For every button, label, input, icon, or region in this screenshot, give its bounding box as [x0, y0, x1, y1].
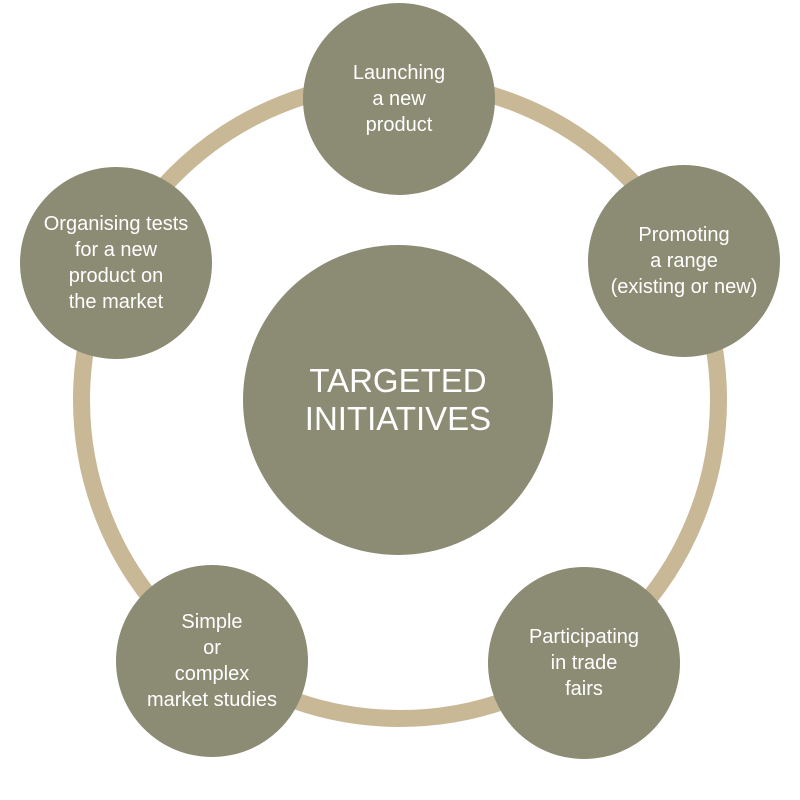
- node-label: Organising tests for a new product on th…: [43, 213, 189, 313]
- node-label: Launching a new product: [352, 62, 446, 136]
- node-promoting-range: Promoting a range (existing or new): [588, 165, 780, 357]
- node-label: Participating in trade fairs: [528, 626, 640, 700]
- node-organising-tests: Organising tests for a new product on th…: [20, 167, 212, 359]
- node-trade-fairs: Participating in trade fairs: [488, 567, 680, 759]
- node-label: Simple or complex market studies: [146, 611, 278, 711]
- node-market-studies: Simple or complex market studies: [116, 565, 308, 757]
- node-label: Promoting a range (existing or new): [610, 224, 758, 298]
- center-label: TARGETED INITIATIVES: [304, 362, 492, 437]
- center-circle: TARGETED INITIATIVES: [243, 245, 553, 555]
- node-launching-new-product: Launching a new product: [303, 3, 495, 195]
